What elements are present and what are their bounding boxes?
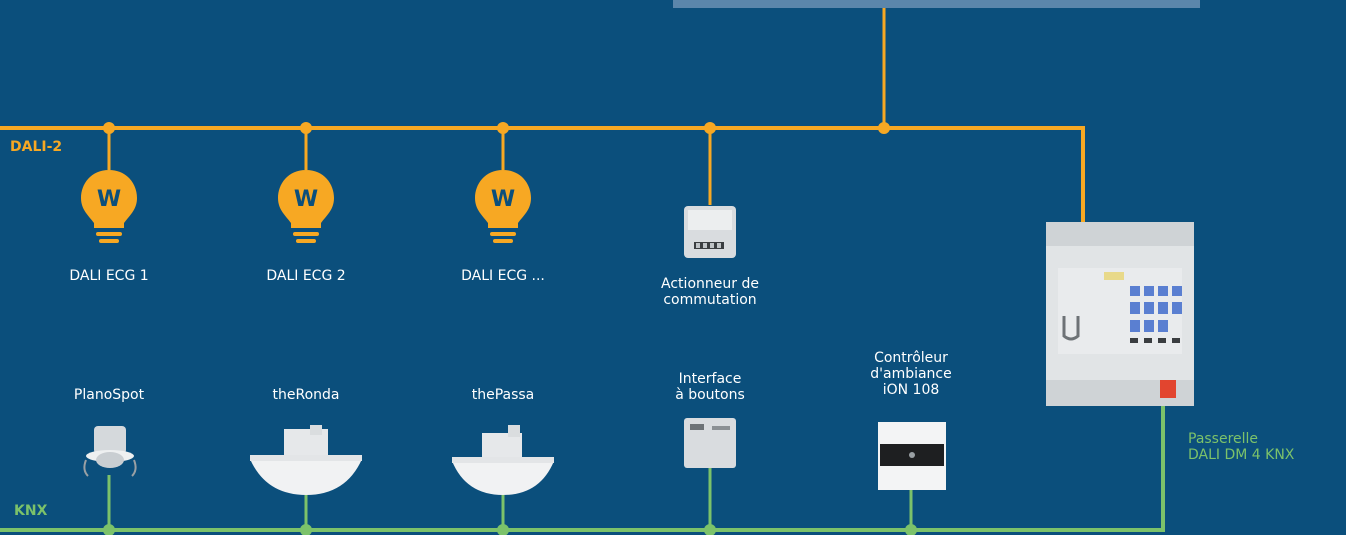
knx-bus-label: KNX [14,503,48,519]
knx-node [497,524,509,535]
dali-node [704,122,716,134]
bulb-icon: W [81,170,137,243]
room-controller-label: Contrôleur d'ambiance iON 108 [870,350,952,398]
knx-node [905,524,917,535]
knx-node [300,524,312,535]
dali-node [103,122,115,134]
bulb-glyph: W [294,187,318,212]
presence-detector-icon [452,425,554,495]
switch-actuator-label: Actionneur de commutation [661,276,759,308]
knx-node [704,524,716,535]
ceiling-detector-icon [83,426,137,477]
knx-node [103,524,115,535]
switch-actuator-icon [684,206,736,258]
dali-ecg-2-label: DALI ECG 2 [266,268,346,284]
dali-ecg-1-label: DALI ECG 1 [69,268,149,284]
push-button-interface-icon [684,418,736,468]
dali-node [300,122,312,134]
top-connection-box [673,0,1200,8]
presence-detector-icon [250,425,362,495]
bulb-glyph: W [97,187,121,212]
dali-node [497,122,509,134]
theronda-label: theRonda [272,387,340,403]
dali-node [878,122,890,134]
bulb-glyph: W [491,187,515,212]
thepassa-label: thePassa [471,387,535,403]
dali-ecg-n-label: DALI ECG ... [461,268,545,284]
planospot-label: PlanoSpot [73,387,145,403]
gateway-label: Passerelle DALI DM 4 KNX [1188,431,1295,463]
dali-bus-label: DALI-2 [10,139,63,155]
gateway-module-icon [1046,222,1194,406]
room-controller-icon [878,422,946,490]
push-button-interface-label: Interface à boutons [675,371,745,403]
bulb-icon: W [278,170,334,243]
bulb-icon: W [475,170,531,243]
